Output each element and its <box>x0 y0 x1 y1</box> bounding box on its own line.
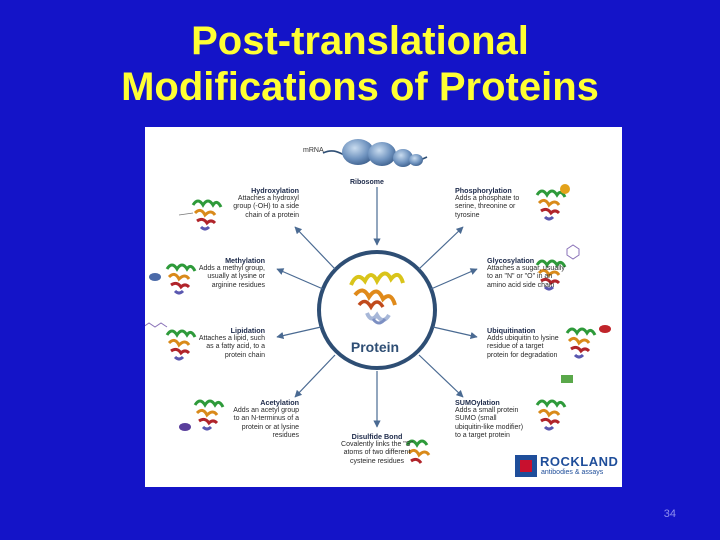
hydroxylation-title: Hydroxylation <box>207 187 299 195</box>
lipidation-desc: Attaches a lipid, such as a fatty acid, … <box>173 335 265 360</box>
ubiquitination-title: Ubiquitination <box>487 327 579 335</box>
hydroxylation-text: Hydroxylation Attaches a hydroxyl group … <box>207 187 299 220</box>
protein-label: Protein <box>335 339 415 355</box>
acetylation-title: Acetylation <box>207 399 299 407</box>
slide-title-line-1: Post-translational <box>0 18 720 64</box>
methylation-desc: Adds a methyl group, usually at lysine o… <box>173 265 265 290</box>
methylation-title: Methylation <box>173 257 265 265</box>
page-number: 34 <box>664 508 676 520</box>
hydroxylation-desc: Attaches a hydroxyl group (-OH) to a sid… <box>207 195 299 220</box>
sumoylation-title: SUMOylation <box>455 399 547 407</box>
rockland-logo-tagline: antibodies & assays <box>541 469 603 476</box>
phosphorylation-text: Phosphorylation Adds a phosphate to seri… <box>455 187 547 220</box>
lipidation-title: Lipidation <box>173 327 265 335</box>
acetylation-desc: Adds an acetyl group to an N-terminus of… <box>207 407 299 440</box>
methylation-text: Methylation Adds a methyl group, usually… <box>173 257 265 290</box>
rockland-logo: ROCKLAND antibodies & assays <box>515 453 615 481</box>
phosphorylation-desc: Adds a phosphate to serine, threonine or… <box>455 195 547 220</box>
phosphorylation-title: Phosphorylation <box>455 187 547 195</box>
ribosome-icon <box>342 139 423 167</box>
glycosylation-title: Glycosylation <box>487 257 579 265</box>
slide-title: Post-translational Modifications of Prot… <box>0 18 720 110</box>
ribosome-label: Ribosome <box>350 179 384 186</box>
sumoylation-text: SUMOylation Adds a small protein SUMO (s… <box>455 399 547 440</box>
disulfide-bond-text: Disulfide Bond Covalently links the "S" … <box>327 433 427 466</box>
rockland-logo-name: ROCKLAND <box>540 454 618 469</box>
glycosylation-desc: Attaches a sugar, usually to an "N" or "… <box>487 265 579 290</box>
lipidation-text: Lipidation Attaches a lipid, such as a f… <box>173 327 265 360</box>
ubiquitination-desc: Adds ubiquitin to lysine residue of a ta… <box>487 335 579 360</box>
mrna-label: mRNA <box>303 147 324 154</box>
disulfide-bond-title: Disulfide Bond <box>327 433 427 441</box>
acetylation-text: Acetylation Adds an acetyl group to an N… <box>207 399 299 440</box>
ubiquitination-text: Ubiquitination Adds ubiquitin to lysine … <box>487 327 579 360</box>
rockland-logo-mark-icon <box>515 455 537 477</box>
sumoylation-desc: Adds a small protein SUMO (small ubiquit… <box>455 407 547 440</box>
glycosylation-text: Glycosylation Attaches a sugar, usually … <box>487 257 579 290</box>
disulfide-bond-desc: Covalently links the "S" atoms of two di… <box>327 441 427 466</box>
slide-title-line-2: Modifications of Proteins <box>0 64 720 110</box>
ptm-diagram: mRNA Ribosome Protein Hydroxylation Atta… <box>145 127 622 487</box>
